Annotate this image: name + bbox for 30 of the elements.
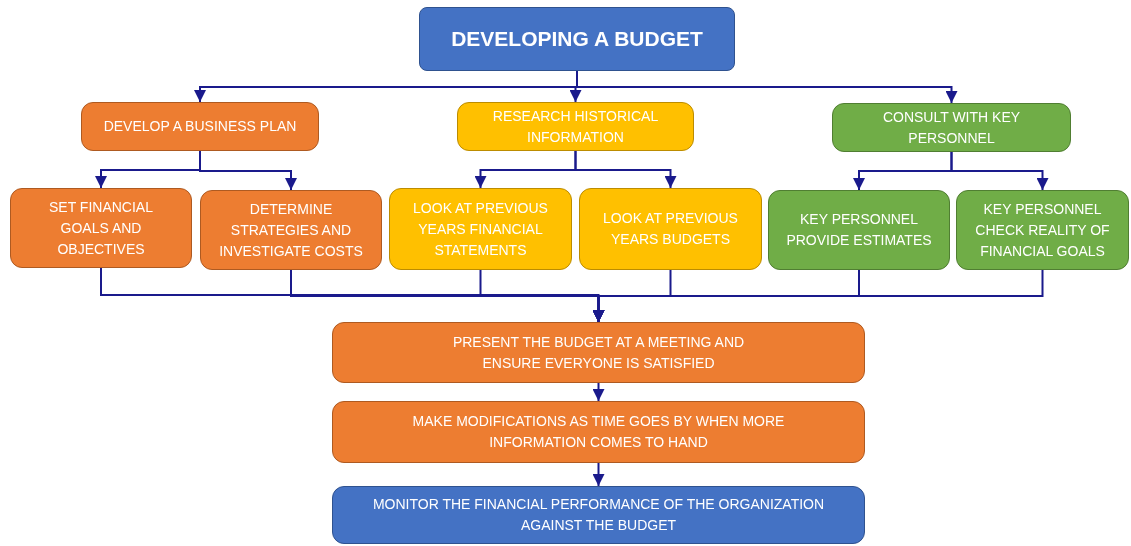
box-label: MAKE MODIFICATIONS AS TIME GOES BY WHEN MORE INFORMATION COMES TO HAND [411,412,786,452]
box-label: CONSULT WITH KEY PERSONNEL [881,107,1022,148]
process-box [832,103,1071,152]
box-label: DEVELOP A BUSINESS PLAN [103,117,297,136]
process-box [332,486,865,544]
box-label: RESEARCH HISTORICAL INFORMATION [491,106,660,147]
title-box [419,7,735,71]
connector-arrow [574,150,677,189]
box-label: KEY PERSONNEL CHECK REALITY OF FINANCIAL GOALS [974,199,1111,261]
connector-arrow [592,462,605,487]
process-box [579,188,762,270]
process-box [389,188,572,270]
process-box [457,102,694,151]
box-label: DEVELOPING A BUDGET [451,26,703,53]
box-label: LOOK AT PREVIOUS YEARS FINANCIAL STATEMENTS [412,198,549,260]
box-label: PRESENT THE BUDGET AT A MEETING AND ENSURE EVERYONE IS SATISFIED [451,332,746,373]
process-box [200,190,382,270]
process-box [332,401,865,463]
process-box [332,322,865,383]
connector-arrow [592,382,605,402]
process-box [81,102,319,151]
process-box [956,190,1129,270]
connector-arrow [950,151,1049,191]
box-label: DETERMINE STRATEGIES AND INVESTIGATE COSTS [218,199,364,261]
process-box [10,188,192,268]
process-box [768,190,950,270]
box-label: SET FINANCIAL GOALS AND OBJECTIVES [48,197,154,259]
box-label: LOOK AT PREVIOUS YEARS BUDGETS [602,209,739,249]
box-label: KEY PERSONNEL PROVIDE ESTIMATES [785,210,933,250]
box-label: MONITOR THE FINANCIAL PERFORMANCE OF THE ORGANIZATION AGAINST THE BUDGET [371,495,826,535]
